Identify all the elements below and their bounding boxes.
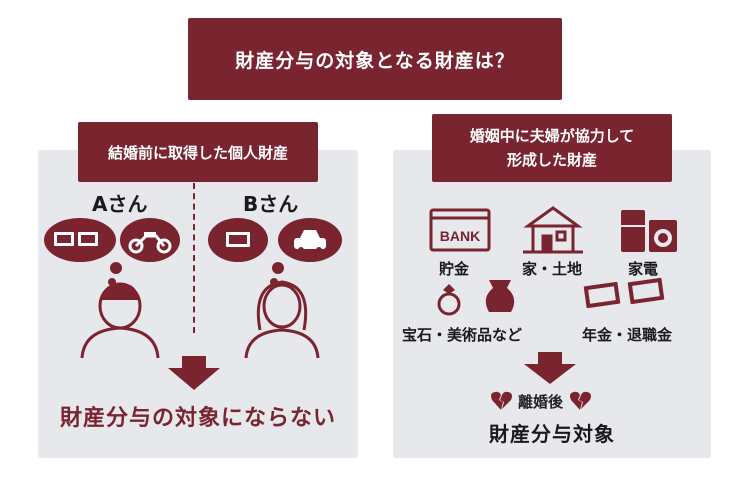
right-illustration: BANK xyxy=(429,206,677,316)
appliance-icon xyxy=(621,210,677,252)
arrow-down-icon xyxy=(168,356,220,390)
bank-icon: BANK xyxy=(429,208,491,252)
left-illustration xyxy=(44,218,342,359)
right-header-line1: 婚姻中に夫婦が協力して xyxy=(469,127,635,145)
motorcycle-icon xyxy=(120,218,180,262)
page-title: 財産分与の対象となる財産は？ xyxy=(188,18,562,100)
right-panel-header: 婚姻中に夫婦が協力して 形成した財産 xyxy=(432,114,672,182)
asset-label-savings: 貯金 xyxy=(439,260,470,278)
right-result-text: 財産分与対象 xyxy=(489,422,615,446)
asset-label-pension: 年金・退職金 xyxy=(582,326,673,344)
right-panel xyxy=(393,150,711,458)
asset-label-jewelry-art: 宝石・美術品など xyxy=(402,326,523,344)
person-b-label: Bさん xyxy=(243,192,299,216)
left-result-text: 財産分与の対象にならない xyxy=(59,406,336,431)
money-icon xyxy=(44,218,116,262)
arrow-down-icon xyxy=(524,352,576,384)
house-icon xyxy=(523,206,583,254)
divider-line xyxy=(193,183,195,333)
car-icon xyxy=(278,218,342,262)
person-female-icon xyxy=(244,280,320,359)
broken-heart-icon xyxy=(491,391,512,410)
asset-label-appliances: 家電 xyxy=(628,260,659,278)
after-divorce-row: 離婚後 xyxy=(490,388,592,414)
after-divorce-label: 離婚後 xyxy=(518,392,564,411)
person-male-icon xyxy=(80,282,160,359)
right-header-line2: 形成した財産 xyxy=(506,151,597,169)
person-a-label: Aさん xyxy=(92,192,148,216)
vase-icon xyxy=(485,280,515,312)
svg-text:BANK: BANK xyxy=(440,228,480,244)
left-panel-header: 結婚前に取得した個人財産 xyxy=(78,122,318,182)
ring-icon xyxy=(437,284,461,316)
broken-heart-icon xyxy=(570,391,592,410)
asset-label-house-land: 家・土地 xyxy=(522,260,583,278)
money-icon xyxy=(583,277,665,309)
money-icon xyxy=(208,218,268,262)
